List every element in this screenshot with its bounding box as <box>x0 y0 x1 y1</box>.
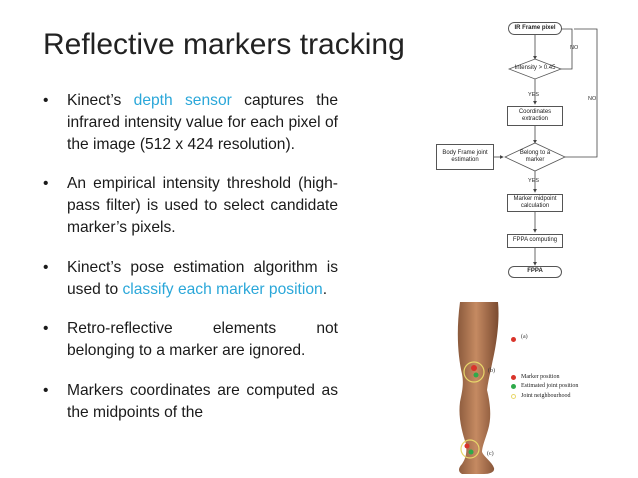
flow-intensity-decision: Intensity > 0.45 <box>514 65 556 72</box>
panel-label-b: (b) <box>488 368 495 374</box>
slide-title: Reflective markers tracking <box>43 28 405 61</box>
bullet-text: Markers coordinates are computed as the … <box>67 381 338 421</box>
flow-body-frame-input: Body Frame joint estimation <box>436 144 494 170</box>
highlighted-text: depth sensor <box>133 92 232 109</box>
bullet-symbol: • <box>43 320 49 338</box>
bullet-text: . <box>322 280 328 298</box>
ankle-joint-dot <box>468 449 474 455</box>
ankle-marker-dot <box>464 443 470 449</box>
flow-start-node: IR Frame pixel <box>508 22 562 35</box>
leg-shape <box>457 302 499 474</box>
legend-joint-neighbourhood: Joint neighbourhood <box>521 393 571 399</box>
bullet-text: captures the infrared intensity value fo… <box>67 92 338 153</box>
panel-label-c: (c) <box>487 451 494 457</box>
knee-marker-dot <box>471 365 477 371</box>
legend-marker-swatch <box>511 375 516 380</box>
flow-coordinates-step: Coordinates extraction <box>507 106 563 126</box>
bullet-item: • An empirical intensity threshold (high-… <box>43 173 338 238</box>
legend-joint-position: Estimated joint position <box>521 383 579 389</box>
flow-no-label-2: NO <box>588 96 597 102</box>
knee-joint-dot <box>473 372 479 378</box>
flow-fppa-computing-step: FPPA computing <box>507 234 563 248</box>
legend-joint-swatch <box>511 384 516 389</box>
bullet-text: Kinect’s pose estimation algorithm is us… <box>67 258 338 298</box>
bullet-item: • Retro-reflective elements not belonging… <box>43 318 338 362</box>
panel-label-a: (a) <box>521 334 528 340</box>
flow-no-label: NO <box>570 45 579 51</box>
bullet-item: • Kinect’s depth sensor captures the infr… <box>43 90 338 155</box>
bullet-item: • Kinect’s pose estimation algorithm is u… <box>43 257 338 301</box>
bullet-symbol: • <box>43 258 49 276</box>
leg-illustration <box>457 302 499 474</box>
legend-neighbourhood-swatch <box>511 394 516 399</box>
flow-marker-decision: Belong to a marker <box>519 149 551 164</box>
knee-neighbourhood-ring <box>463 361 485 383</box>
ankle-neighbourhood-ring <box>460 439 480 459</box>
bullet-item: • Markers coordinates are computed as the… <box>43 380 338 424</box>
flow-yes-label: YES <box>528 92 540 98</box>
bullet-list: • Kinect’s depth sensor captures the infr… <box>43 90 338 442</box>
panel-a-red-dot <box>511 337 516 342</box>
flow-end-node: FPPA <box>508 266 562 278</box>
bullet-symbol: • <box>43 175 49 193</box>
bullet-text: Kinect’s <box>67 92 134 109</box>
bullet-text: Retro-reflective elements not belonging … <box>67 320 338 360</box>
bullet-text: An empirical intensity threshold (high-p… <box>67 175 338 236</box>
legend-marker-position: Marker position <box>521 374 560 380</box>
bullet-symbol: • <box>43 381 49 399</box>
highlighted-text: classify each marker position <box>122 280 323 298</box>
flow-midpoint-step: Marker midpoint calculation <box>507 194 563 212</box>
flow-yes-label-2: YES <box>528 178 540 184</box>
bullet-symbol: • <box>43 92 49 109</box>
